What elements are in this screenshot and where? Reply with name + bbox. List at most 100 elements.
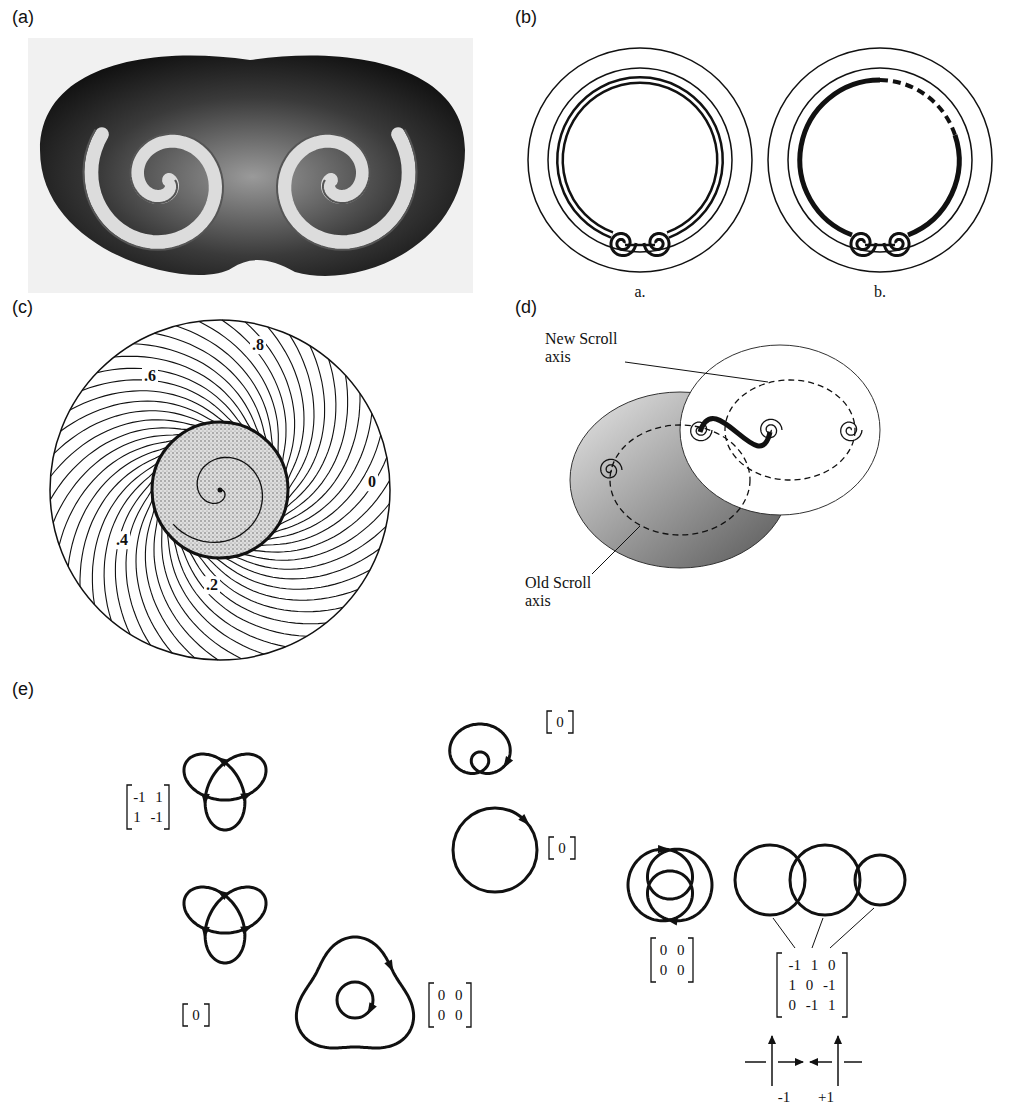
involute-line xyxy=(68,447,167,566)
scroll-sheet xyxy=(908,135,959,235)
over-strand xyxy=(771,1036,773,1086)
scroll-band xyxy=(91,134,215,242)
subfigure-label: a. xyxy=(634,283,645,301)
bracket xyxy=(127,785,169,829)
knot-diagrams xyxy=(184,724,905,1048)
matrix-row: 0 xyxy=(192,1007,200,1024)
under-strand xyxy=(810,1061,832,1063)
scroll-sheet xyxy=(800,80,880,235)
figure-eight-knot xyxy=(628,849,712,921)
matrix-brackets xyxy=(127,711,847,1027)
under-strand xyxy=(778,1061,803,1063)
involute-line xyxy=(278,394,360,526)
matrix-row: 1 0 -1 xyxy=(789,977,836,994)
scroll-link xyxy=(700,419,770,446)
leader-line xyxy=(812,918,823,948)
knot-halo xyxy=(628,849,712,921)
involute-line xyxy=(126,490,152,645)
phase-label: .8 xyxy=(250,336,266,354)
direction-arrow xyxy=(217,757,229,767)
matrix-row: 0 xyxy=(556,714,564,731)
phase-label: .6 xyxy=(142,367,158,385)
ring-outline xyxy=(788,68,972,252)
scroll-spiral xyxy=(761,419,782,438)
core-disk xyxy=(152,422,288,558)
phase-label: .2 xyxy=(204,576,220,594)
scroll-sheet xyxy=(560,80,720,235)
direction-arrow xyxy=(240,793,253,802)
scroll-edge xyxy=(83,130,223,250)
matrix-row: 0 xyxy=(558,840,566,857)
axis-label: Old Scroll axis xyxy=(525,574,595,609)
matrix-row: 0 0 xyxy=(660,962,685,979)
core-center xyxy=(218,488,223,493)
panel-label: (e) xyxy=(12,680,34,700)
scroll-spiral xyxy=(841,422,862,441)
involute-line xyxy=(70,391,225,422)
involute-line xyxy=(181,546,307,637)
involute-line xyxy=(82,380,234,424)
direction-arrow xyxy=(367,1002,376,1015)
scroll-sheet-hidden xyxy=(880,80,955,135)
direction-arrow xyxy=(201,794,209,806)
matrix-row: -1 1 xyxy=(133,789,163,806)
core-spiral xyxy=(173,457,262,542)
unknot-circle xyxy=(453,808,537,892)
scroll-edge xyxy=(277,130,417,250)
scroll-sheet-core xyxy=(560,80,720,235)
involute-line xyxy=(115,481,152,635)
ring-schematic xyxy=(528,48,992,272)
ring-outline xyxy=(768,48,992,272)
matrix-row: 0 0 xyxy=(438,987,463,1004)
bracket xyxy=(429,983,471,1027)
matrix-row: -1 1 0 xyxy=(789,957,836,974)
crossing-signs xyxy=(745,1036,862,1086)
involute-line xyxy=(288,335,314,490)
knot-halo xyxy=(184,887,266,963)
bracket xyxy=(651,938,693,982)
scroll-photo xyxy=(28,38,473,293)
old-axis xyxy=(610,425,750,535)
phase-label: 0 xyxy=(366,473,378,491)
crossing-sign: -1 xyxy=(778,1089,791,1106)
involute-line xyxy=(133,344,259,435)
direction-arrow xyxy=(666,917,678,925)
involute-line xyxy=(215,558,370,589)
link-ring xyxy=(790,845,860,915)
scroll-spiral xyxy=(601,459,622,478)
involute-line xyxy=(286,359,336,508)
outer-loop xyxy=(296,937,413,1048)
twisted-scroll xyxy=(570,345,880,574)
direction-arrow xyxy=(658,845,670,853)
leader-line xyxy=(773,918,795,948)
matrix-row: 0 0 xyxy=(438,1007,463,1024)
involute-line xyxy=(287,346,324,500)
axis-label: New Scroll axis xyxy=(545,330,625,365)
leader-line xyxy=(830,908,874,948)
subfigure-label: b. xyxy=(874,283,886,301)
involute-line xyxy=(206,557,358,601)
scroll-band xyxy=(284,134,408,242)
ring-outline xyxy=(528,48,752,272)
involute-disk xyxy=(50,320,390,660)
ring-outline xyxy=(548,68,732,252)
link-ring xyxy=(855,855,905,905)
leader-line xyxy=(592,526,640,574)
bracket xyxy=(183,1004,209,1026)
direction-arrow xyxy=(384,960,393,973)
bracket xyxy=(549,837,575,859)
involute-line xyxy=(189,550,326,623)
panel-label: (d) xyxy=(515,298,537,318)
new-axis xyxy=(725,380,855,480)
bracket xyxy=(777,953,847,1017)
scroll-spiral xyxy=(691,422,712,441)
involute-line xyxy=(104,472,154,621)
inner-loop xyxy=(337,982,373,1018)
bracket xyxy=(547,711,573,733)
panel-label: (c) xyxy=(12,298,33,318)
matrix-row: 0 0 xyxy=(660,942,685,959)
direction-arrow xyxy=(201,927,209,939)
under-strand xyxy=(844,1061,862,1063)
